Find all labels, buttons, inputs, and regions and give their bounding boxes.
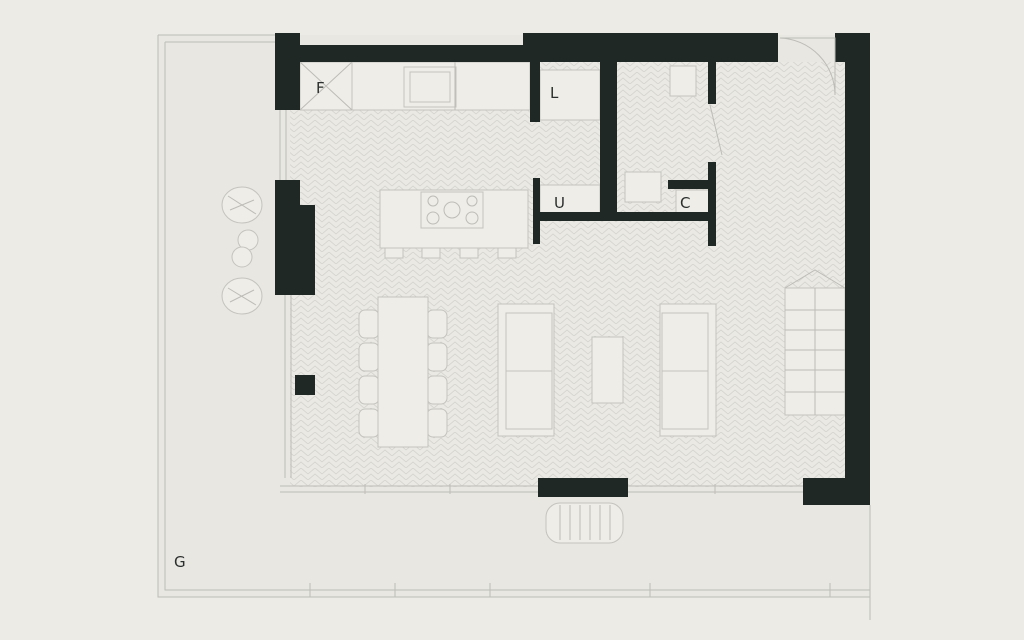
toilet	[669, 65, 697, 97]
windows	[279, 110, 803, 494]
coffee-table	[591, 336, 624, 404]
bathroom-door[interactable]	[709, 104, 723, 156]
fridge-label: F	[316, 79, 325, 97]
kitchen-island	[379, 189, 529, 259]
dining-table	[358, 296, 448, 448]
walls	[275, 33, 870, 505]
cooktop	[420, 191, 484, 229]
sofa-left	[497, 303, 555, 437]
utility-area	[539, 184, 601, 214]
entrance-door[interactable]	[779, 37, 836, 96]
utility-label: U	[554, 194, 565, 212]
bathroom-sink	[624, 171, 662, 203]
outdoor-chairs	[221, 186, 263, 315]
closet-label: C	[680, 194, 690, 212]
laundry-area	[539, 69, 601, 121]
laundry-label: L	[550, 84, 559, 102]
garden-label: G	[174, 553, 186, 571]
outdoor-lounger	[545, 502, 624, 544]
kitchen-counter	[299, 61, 531, 111]
sofa-right	[659, 303, 717, 437]
staircase	[784, 269, 846, 416]
